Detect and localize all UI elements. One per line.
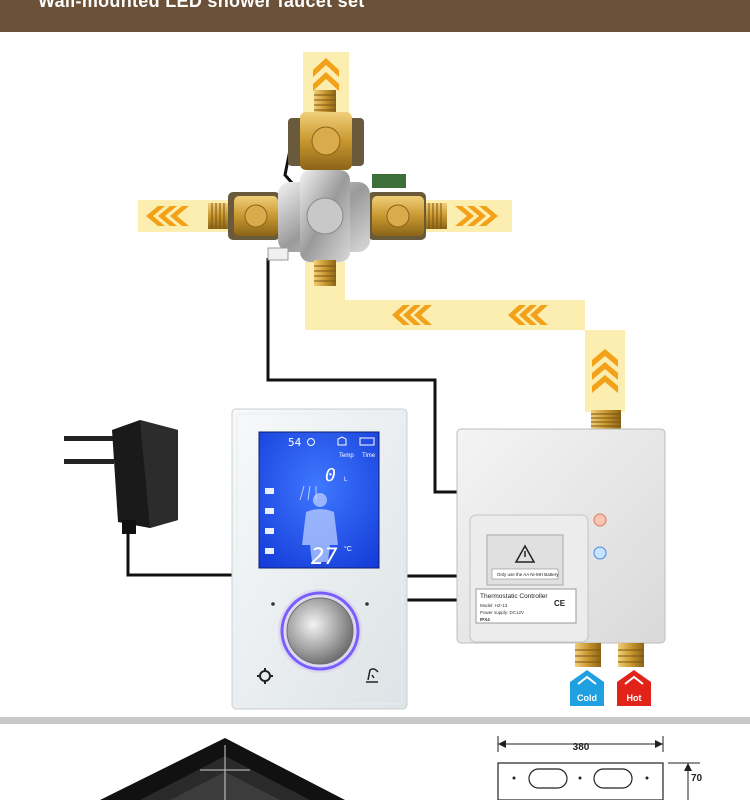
timer-unit: L (344, 477, 348, 483)
ce-mark: CE (554, 599, 566, 608)
clock-readout: 54 (288, 436, 302, 449)
cold-inlet-badge (570, 670, 604, 706)
width-dimension: 380 (573, 742, 590, 753)
controller-model: Model: HZ-13 (480, 603, 508, 608)
settings-icon[interactable] (257, 668, 273, 684)
section-divider (0, 717, 750, 724)
temperature-readout: 27 (311, 545, 338, 570)
controller-power: Power supply: DC12V (480, 610, 524, 615)
battery-warning: Only use the AA Ni-MH Battery (497, 572, 559, 577)
title-banner: Wall-mounted LED shower faucet set (0, 0, 750, 32)
temperature-unit: °C (344, 545, 352, 553)
control-panel (231, 408, 408, 710)
dimension-drawing (497, 736, 700, 800)
controller-label-title: Thermostatic Controller (480, 593, 548, 600)
flow-arrows (146, 58, 618, 393)
time-label: Time (362, 453, 376, 459)
controller-ip-rating: IPX4 (480, 617, 490, 622)
shower-mode-icon[interactable] (366, 668, 379, 683)
temp-label: Temp (339, 453, 354, 459)
height-dimension: 70 (691, 773, 703, 784)
valve-assembly (208, 90, 447, 286)
cold-label: Cold (577, 693, 597, 703)
timer-readout: 0 (325, 465, 336, 486)
banner-title: Wall-mounted LED shower faucet set (38, 0, 365, 11)
hot-inlet-badge (617, 670, 651, 706)
shower-head-frame-preview (100, 738, 345, 800)
controller-box (456, 410, 666, 667)
hot-label: Hot (627, 693, 642, 703)
power-adapter (64, 420, 178, 534)
